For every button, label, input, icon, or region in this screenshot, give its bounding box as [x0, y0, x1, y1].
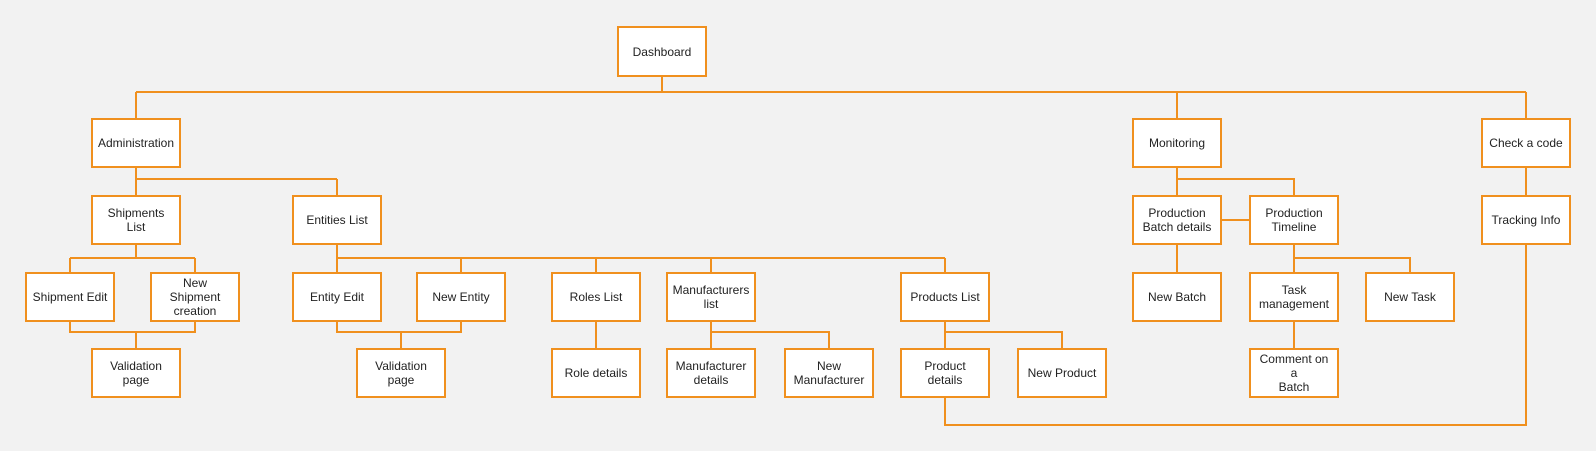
node-roles-list: Roles List [551, 272, 641, 322]
node-new-entity: New Entity [416, 272, 506, 322]
connector [69, 245, 196, 272]
connector [336, 245, 946, 272]
node-dashboard: Dashboard [617, 26, 707, 77]
node-production-batch-details: Production Batch details [1132, 195, 1222, 245]
node-label: Entities List [306, 213, 368, 227]
node-label: New Manufacturer [793, 359, 865, 387]
node-manufacturers-list: Manufacturers list [666, 272, 756, 322]
node-label: Roles List [569, 290, 623, 304]
node-comment-on-a-batch: Comment on a Batch [1249, 348, 1339, 398]
node-label: New Batch [1147, 290, 1207, 304]
node-products-list: Products List [900, 272, 990, 322]
node-monitoring: Monitoring [1132, 118, 1222, 168]
connector [1176, 168, 1295, 195]
node-manufacturer-details: Manufacturer details [666, 348, 756, 398]
node-new-batch: New Batch [1132, 272, 1222, 322]
node-label: Check a code [1489, 136, 1563, 150]
node-label: Role details [564, 366, 628, 380]
node-label: Product details [924, 359, 966, 387]
node-label: New Task [1384, 290, 1436, 304]
node-label: Entity Edit [309, 290, 365, 304]
node-label: Production Timeline [1265, 206, 1323, 234]
node-administration: Administration [91, 118, 181, 168]
node-label: New Product [1027, 366, 1097, 380]
node-label: Comment on a Batch [1259, 352, 1329, 394]
node-label: Products List [910, 290, 980, 304]
node-role-details: Role details [551, 348, 641, 398]
connector [69, 322, 196, 348]
node-shipments-list: Shipments List [91, 195, 181, 245]
node-label: Administration [97, 136, 175, 150]
node-validation-page: Validation page [91, 348, 181, 398]
node-new-task: New Task [1365, 272, 1455, 322]
connector [1293, 245, 1411, 272]
connector [135, 168, 338, 195]
node-validation-page: Validation page [356, 348, 446, 398]
node-new-shipment-creation: New Shipment creation [150, 272, 240, 322]
node-label: Tracking Info [1491, 213, 1561, 227]
node-label: Shipment Edit [32, 290, 108, 304]
node-label: Shipments List [107, 206, 165, 234]
node-label: New Shipment creation [169, 276, 221, 318]
node-check-a-code: Check a code [1481, 118, 1571, 168]
connector [336, 322, 462, 348]
node-entity-edit: Entity Edit [292, 272, 382, 322]
node-label: Task management [1258, 283, 1330, 311]
connector [944, 245, 1527, 426]
node-label: Validation page [110, 359, 162, 387]
node-new-manufacturer: New Manufacturer [784, 348, 874, 398]
connector [135, 77, 1527, 118]
node-product-details: Product details [900, 348, 990, 398]
node-shipment-edit: Shipment Edit [25, 272, 115, 322]
node-label: Validation page [375, 359, 427, 387]
node-production-timeline: Production Timeline [1249, 195, 1339, 245]
connector [710, 322, 830, 348]
node-label: Dashboard [632, 44, 692, 59]
node-label: Manufacturers list [672, 283, 750, 311]
node-new-product: New Product [1017, 348, 1107, 398]
node-label: Monitoring [1148, 136, 1206, 150]
node-task-management: Task management [1249, 272, 1339, 322]
node-label: New Entity [432, 290, 490, 304]
node-label: Manufacturer details [675, 359, 747, 387]
node-entities-list: Entities List [292, 195, 382, 245]
node-label: Production Batch details [1142, 206, 1212, 234]
node-tracking-info: Tracking Info [1481, 195, 1571, 245]
connector [944, 322, 1063, 348]
